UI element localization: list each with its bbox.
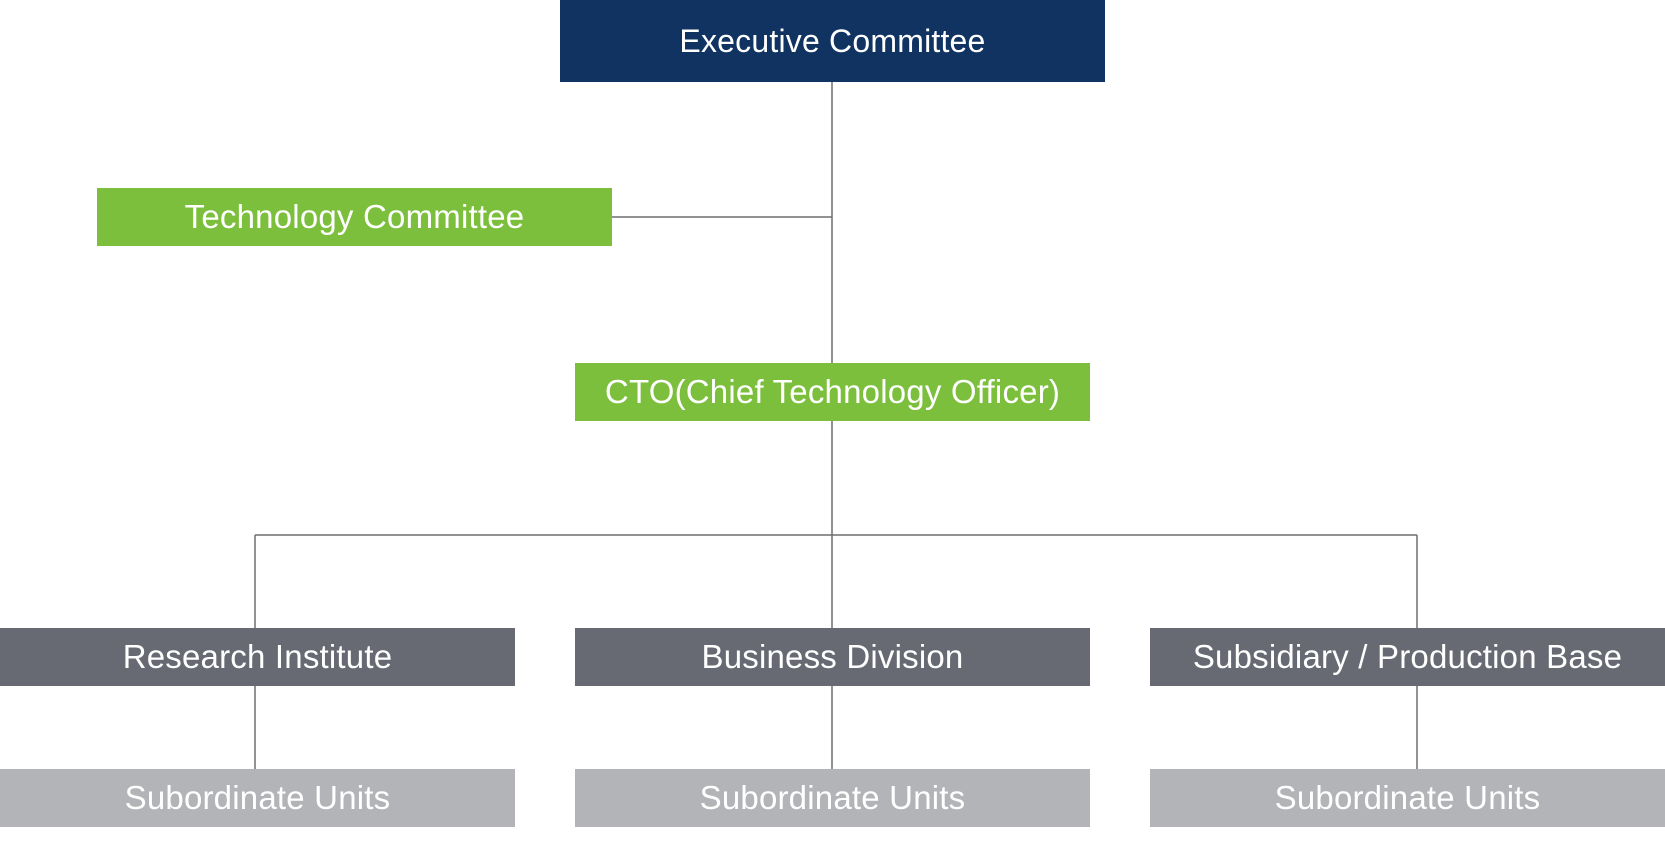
business-subordinate-units-label: Subordinate Units (699, 779, 966, 816)
cto-label: CTO(Chief Technology Officer) (604, 373, 1061, 410)
cto-node: CTO(Chief Technology Officer) (575, 363, 1090, 421)
research-institute-node: Research Institute (0, 628, 515, 686)
business-division-node: Business Division (575, 628, 1090, 686)
subsidiary-subordinate-units-label: Subordinate Units (1274, 779, 1541, 816)
subsidiary-production-base-label: Subsidiary / Production Base (1192, 638, 1623, 675)
executive-committee-label: Executive Committee (679, 22, 986, 59)
business-division-label: Business Division (701, 638, 964, 675)
technology-committee-node: Technology Committee (97, 188, 612, 246)
research-institute-label: Research Institute (122, 638, 393, 675)
subsidiary-subordinate-units-node: Subordinate Units (1150, 769, 1665, 827)
business-subordinate-units-node: Subordinate Units (575, 769, 1090, 827)
research-subordinate-units-node: Subordinate Units (0, 769, 515, 827)
subsidiary-production-base-node: Subsidiary / Production Base (1150, 628, 1665, 686)
technology-committee-label: Technology Committee (184, 198, 525, 235)
research-subordinate-units-label: Subordinate Units (124, 779, 391, 816)
executive-committee-node: Executive Committee (560, 0, 1105, 82)
